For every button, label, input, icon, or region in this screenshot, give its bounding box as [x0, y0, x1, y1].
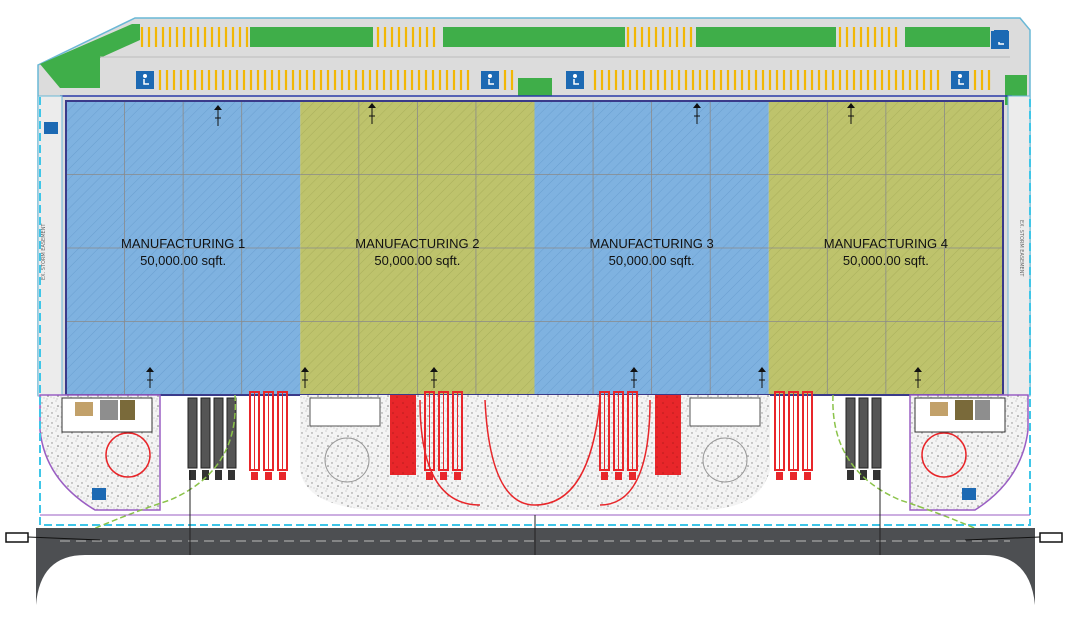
- unit-area: 50,000.00 sqft.: [609, 253, 695, 268]
- utility-line-right: [832, 394, 1001, 541]
- unit-2: MANUFACTURING 2 50,000.00 sqft.: [300, 101, 535, 395]
- unit-area: 50,000.00 sqft.: [140, 253, 226, 268]
- parking-rows-top: [140, 27, 991, 90]
- unit-1: MANUFACTURING 1 50,000.00 sqft.: [66, 101, 301, 395]
- svg-text:EX. STORM EASEMENT: EX. STORM EASEMENT: [1018, 220, 1024, 277]
- entry-gate-icons: [5, 532, 1063, 543]
- truck-court: [39, 394, 1029, 511]
- unit-4: MANUFACTURING 4 50,000.00 sqft.: [768, 101, 1003, 395]
- unit-name: MANUFACTURING 4: [824, 236, 948, 251]
- utility-pads: [44, 30, 1008, 500]
- unit-name: MANUFACTURING 1: [121, 236, 245, 251]
- svg-text:EX. STORM EASEMENT: EX. STORM EASEMENT: [41, 223, 47, 280]
- unit-3: MANUFACTURING 3 50,000.00 sqft.: [534, 101, 769, 395]
- unit-area: 50,000.00 sqft.: [843, 253, 929, 268]
- access-road: [36, 528, 1035, 605]
- utility-line-left: [69, 394, 237, 541]
- unit-name: MANUFACTURING 2: [355, 236, 479, 251]
- unit-name: MANUFACTURING 3: [590, 236, 714, 251]
- building: MANUFACTURING 150,000.00 sqft.MANUFACTUR…: [65, 101, 1003, 395]
- unit-area: 50,000.00 sqft.: [374, 253, 460, 268]
- fire-lane-line: [39, 97, 1031, 526]
